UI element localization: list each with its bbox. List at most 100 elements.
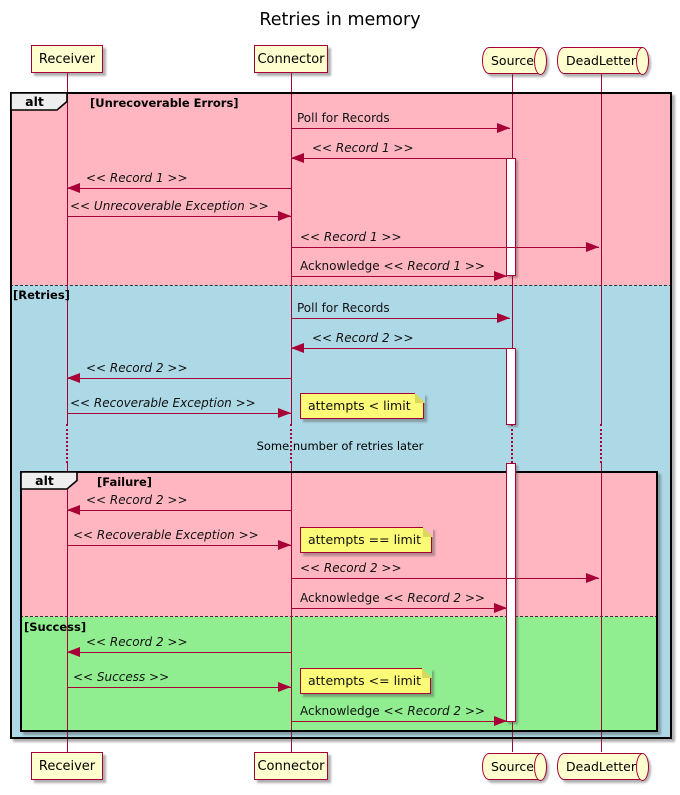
arrowhead-left-icon (291, 153, 304, 163)
arrowhead-left-icon (67, 373, 80, 383)
participant-source-top: Source (482, 46, 547, 75)
message-line (67, 378, 291, 379)
message-label: << Record 1 >> (300, 230, 402, 244)
message-label: Acknowledge << Record 1 >> (300, 259, 485, 273)
alt-frame-outer (10, 92, 672, 739)
note-fold-icon (414, 392, 425, 403)
activation-bar (506, 463, 516, 722)
arrowhead-right-icon (278, 540, 291, 550)
message-label: << Record 1 >> (86, 171, 188, 185)
arrowhead-right-icon (278, 682, 291, 692)
lifeline (67, 73, 68, 424)
note-fold-icon (422, 526, 433, 537)
message-line (67, 687, 291, 688)
message-label: << Record 2 >> (86, 635, 188, 649)
message-line (67, 510, 291, 511)
note: attempts < limit (300, 392, 425, 419)
participant-label: DeadLetter (566, 759, 636, 774)
condition-success: [Success] (24, 620, 87, 634)
message-label: << Record 2 >> (300, 561, 402, 575)
message-label: << Record 2 >> (312, 331, 414, 345)
arrowhead-right-icon (494, 716, 507, 726)
lifeline (511, 424, 513, 463)
note-fold-icon (421, 667, 432, 678)
message-line (291, 318, 510, 319)
message-label: << Record 2 >> (86, 361, 188, 375)
message-label: Acknowledge << Record 2 >> (300, 704, 485, 718)
participant-connector-bottom: Connector (254, 752, 328, 780)
lifeline (291, 463, 292, 752)
message-label: Poll for Records (297, 111, 390, 125)
participant-label: Connector (257, 51, 325, 67)
alt-frame-inner (20, 471, 658, 732)
lifeline (291, 73, 292, 424)
arrowhead-right-icon (586, 242, 599, 252)
arrowhead-right-icon (497, 123, 510, 133)
participant-label: DeadLetter (566, 53, 636, 68)
lifeline (600, 424, 602, 463)
activation-bar (506, 158, 516, 276)
arrowhead-right-icon (278, 408, 291, 418)
note: attempts == limit (300, 526, 433, 553)
arrowhead-left-icon (67, 183, 80, 193)
participant-receiver-bottom: Receiver (31, 752, 103, 780)
participant-label: Receiver (38, 758, 96, 774)
arrowhead-right-icon (494, 271, 507, 281)
diagram-title: Retries in memory (259, 10, 421, 30)
participant-source-bottom: Source (482, 752, 547, 781)
lifeline (601, 463, 602, 752)
lifeline (290, 424, 292, 463)
message-line (67, 413, 291, 414)
message-label: << Record 1 >> (312, 141, 414, 155)
arrowhead-left-icon (291, 343, 304, 353)
condition-failure: [Failure] (97, 475, 152, 489)
message-label: Acknowledge << Record 2 >> (300, 591, 485, 605)
condition-unrecoverable-errors: [Unrecoverable Errors] (90, 96, 239, 110)
lifeline (67, 463, 68, 752)
message-line (291, 721, 507, 722)
message-line (67, 216, 291, 217)
activation-bar (506, 348, 516, 425)
message-line (67, 188, 291, 189)
message-line (67, 652, 291, 653)
arrowhead-left-icon (67, 647, 80, 657)
note: attempts <= limit (300, 667, 432, 694)
message-label: << Success >> (73, 670, 170, 684)
message-line (291, 158, 507, 159)
alt-pentagon-icon (10, 92, 68, 111)
message-line (291, 578, 599, 579)
message-line (291, 348, 507, 349)
alt-operator-label: alt (35, 473, 54, 488)
alt-pentagon-icon (20, 471, 78, 490)
message-label: << Unrecoverable Exception >> (70, 199, 269, 213)
delay-label: Some number of retries later (256, 439, 424, 453)
participant-label: Source (491, 53, 534, 68)
message-label: Poll for Records (297, 301, 390, 315)
participant-label: Receiver (38, 51, 96, 67)
message-label: << Recoverable Exception >> (70, 396, 256, 410)
message-label: << Recoverable Exception >> (73, 528, 259, 542)
message-line (291, 128, 510, 129)
arrowhead-right-icon (586, 573, 599, 583)
participant-connector-top: Connector (254, 45, 328, 73)
lifeline (601, 73, 602, 424)
participant-deadletter-top: DeadLetter (557, 46, 649, 75)
condition-retries: [Retries] (13, 288, 70, 302)
message-line (291, 247, 599, 248)
section-divider (20, 616, 658, 617)
arrowhead-right-icon (494, 603, 507, 613)
participant-label: Connector (257, 758, 325, 774)
arrowhead-left-icon (67, 505, 80, 515)
arrowhead-right-icon (497, 313, 510, 323)
message-line (67, 545, 291, 546)
participant-deadletter-bottom: DeadLetter (557, 752, 649, 781)
lifeline (66, 424, 68, 463)
section-divider (10, 285, 672, 286)
message-line (291, 608, 507, 609)
section-unrecoverable-errors (12, 94, 670, 285)
alt-operator-label: alt (25, 94, 44, 109)
message-label: << Record 2 >> (86, 493, 188, 507)
arrowhead-right-icon (278, 211, 291, 221)
participant-label: Source (491, 759, 534, 774)
